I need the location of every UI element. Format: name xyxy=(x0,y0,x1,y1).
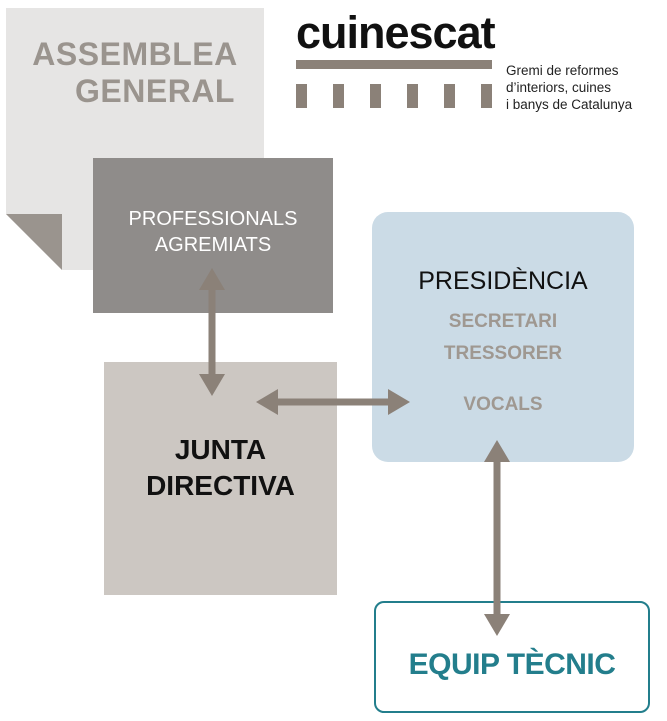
tagline-line2: d’interiors, cuines xyxy=(506,80,612,95)
vocals-label: VOCALS xyxy=(463,394,543,415)
logo-bar xyxy=(296,60,492,69)
presidencia-box: PRESIDÈNCIA SECRETARI TRESSORER VOCALS xyxy=(372,212,634,462)
folded-corner-icon xyxy=(6,214,62,270)
professionals-line2: AGREMIATS xyxy=(154,234,272,256)
tressorer-label: TRESSORER xyxy=(443,343,563,364)
assembly-title-line1: ASSEMBLEA xyxy=(32,36,238,72)
junta-directiva-label: JUNTA DIRECTIVA xyxy=(104,432,337,504)
tagline-line3: i banys de Catalunya xyxy=(506,97,633,112)
professionals-agremiats-box: PROFESSIONALS AGREMIATS xyxy=(93,158,333,313)
tagline-line1: Gremi de reformes xyxy=(506,63,619,78)
junta-line2: DIRECTIVA xyxy=(146,470,295,501)
cuinescat-logo-text: cuinescat xyxy=(296,7,496,58)
assemblea-general-title: ASSEMBLEA GENERAL xyxy=(6,36,264,110)
equip-tecnic-label: EQUIP TÈCNIC xyxy=(408,648,616,681)
professionals-agremiats-label: PROFESSIONALS AGREMIATS xyxy=(93,206,333,258)
professionals-line1: PROFESSIONALS xyxy=(128,208,298,230)
equip-tecnic-box: EQUIP TÈCNIC xyxy=(374,601,650,713)
logo-ticks-icon xyxy=(296,84,492,108)
junta-directiva-box: JUNTA DIRECTIVA xyxy=(104,362,337,595)
presidencia-title: PRESIDÈNCIA xyxy=(418,267,588,295)
logo-tagline: Gremi de reformes d’interiors, cuines i … xyxy=(506,62,666,113)
assembly-title-line2: GENERAL xyxy=(75,73,235,109)
junta-line1: JUNTA xyxy=(174,434,267,465)
secretari-label: SECRETARI xyxy=(448,311,558,332)
